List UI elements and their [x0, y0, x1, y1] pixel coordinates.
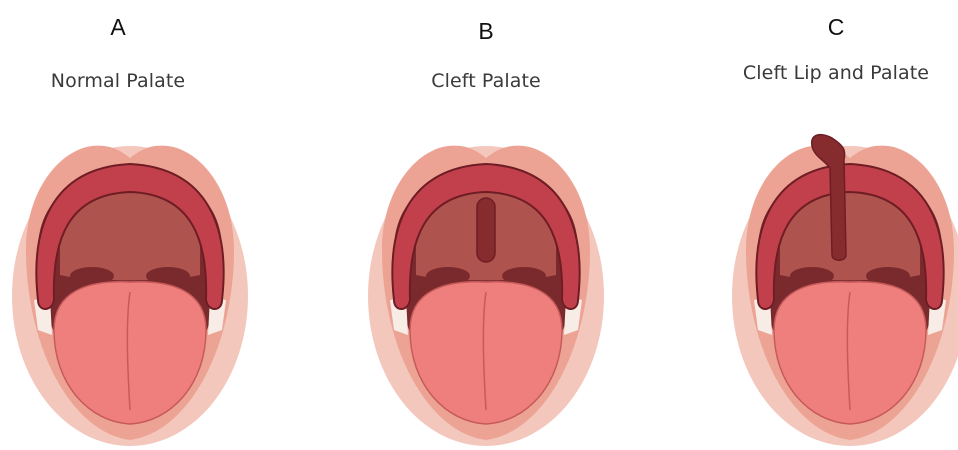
cleft-palate-illustration	[320, 0, 640, 450]
panel-b: B Cleft Palate	[320, 0, 640, 450]
panel-c: C Cleft Lip and Palate	[640, 0, 958, 450]
palate-cleft	[477, 198, 495, 262]
panel-a: A Normal Palate	[0, 0, 320, 450]
cleft-lip-and-palate-illustration	[640, 0, 958, 450]
normal-palate-illustration	[0, 0, 320, 450]
